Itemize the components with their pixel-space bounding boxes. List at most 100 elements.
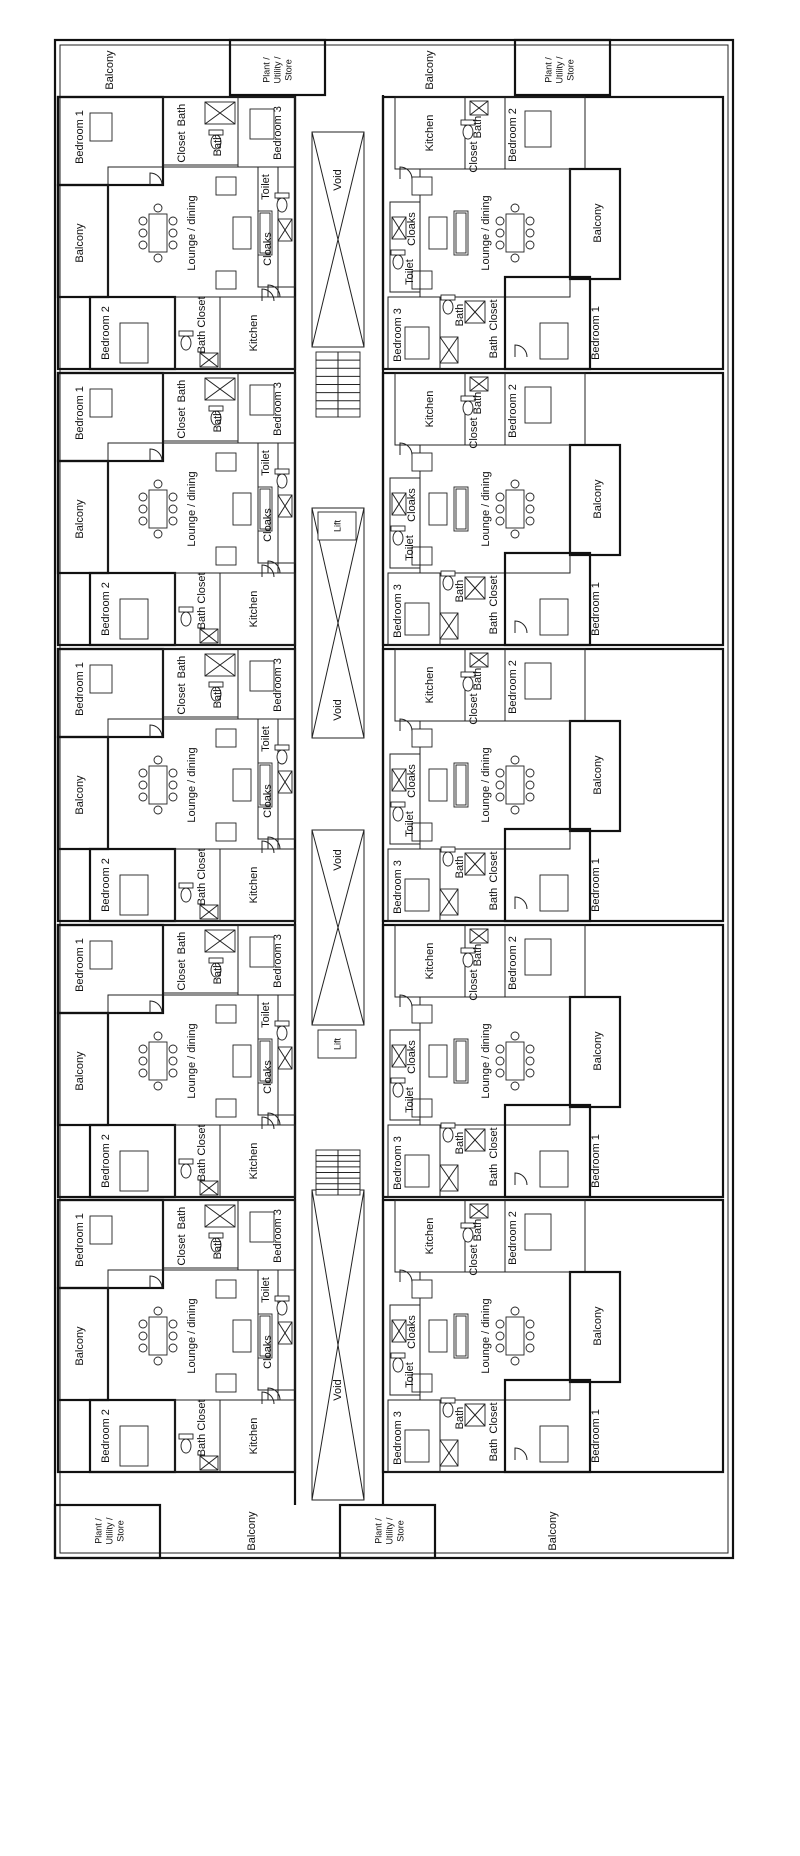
bath-label: Bath [488,888,500,911]
armchair [215,822,237,842]
door-swing [261,564,275,578]
dining-chair [138,1068,148,1078]
closet-label: Closet [468,417,480,448]
sofa-cushion [455,1315,467,1357]
toilet-fixture [442,575,454,591]
toilet-label: Toilet [260,1002,272,1028]
bathtub-cross [439,336,459,364]
toilet-cistern [208,681,224,688]
dining-chair [525,792,535,802]
dining-chair [510,1306,520,1316]
dining-chair [153,1031,163,1041]
void [311,131,365,348]
bed [249,384,275,416]
bedroom-label: Bedroom 1 [590,582,602,636]
bedroom-label: Bedroom 1 [590,1409,602,1463]
bathtub-cross [439,1164,459,1192]
toilet-cistern [440,294,456,301]
bed [524,110,552,148]
closet-label: Closet [196,848,208,879]
bath-label: Bath [196,1159,208,1182]
balcony-label: Balcony [592,203,604,243]
toilet-cloaks [257,718,296,840]
void [311,507,365,739]
cloaks-label: Cloaks [262,232,274,266]
dining-chair [168,1044,178,1054]
coffee-table [232,1319,252,1353]
apartment-right [381,647,725,923]
dining-table [148,213,168,253]
void-label: Void [332,849,344,870]
bathtub-cross [464,1128,486,1152]
cloaks-label: Cloaks [262,508,274,542]
closet-label: Closet [468,969,480,1000]
door-swing [267,1112,281,1126]
plant-store-label: Utility / [104,1517,114,1544]
bed [89,112,113,142]
bathtub-cross [464,852,486,876]
apartment-left [56,923,297,1199]
bathtub-cross [469,928,489,944]
bathtub-cross [391,492,407,516]
bed [119,874,149,916]
bath-label: Bath [472,1219,484,1242]
bedroom-label: Bedroom 2 [507,384,519,438]
dining-chair [495,240,505,250]
closet-label: Closet [176,683,188,714]
toilet-cistern [460,395,476,402]
closet-label: Closet [196,1124,208,1155]
closet-label: Closet [468,693,480,724]
bath-label: Bath [212,962,224,985]
toilet-fixture [180,335,192,351]
toilet-cistern [208,129,224,136]
void-cross [311,829,365,1026]
toilet-cloaks [257,166,296,288]
lift-car [317,1029,357,1059]
door-swing [149,1275,163,1289]
plant-store-label: Utility / [384,1517,394,1544]
apartment-left [56,95,297,371]
bedroom-label: Bedroom 1 [74,386,86,440]
dining-table [505,1041,525,1081]
door-swing [261,1116,275,1130]
bathtub-cross [199,1180,219,1196]
dining-chair [510,253,520,263]
plant-store-label: Plant / [93,1518,103,1544]
toilet-fixture [442,851,454,867]
toilet-fixture [392,254,404,270]
dining-chair [495,216,505,226]
toilet-fixture [276,197,288,213]
armchair [411,546,433,566]
cloaks-label: Cloaks [262,1060,274,1094]
void [311,829,365,1026]
toilet-cistern [390,1352,406,1359]
door-swing [514,344,528,358]
dining-chair [138,1056,148,1066]
dining-chair [525,1331,535,1341]
dining-chair [510,203,520,213]
bath-label: Bath [212,134,224,157]
apartment-right [381,1198,725,1474]
bathtub-cross [277,494,293,518]
bed [119,598,149,640]
bathtub-cross [469,100,489,116]
bed [249,1211,275,1243]
bath-label: Bath [176,656,188,679]
closet-label: Closet [176,407,188,438]
bathtub-cross [204,1204,236,1228]
kitchen-label: Kitchen [248,315,260,352]
bath-label: Bath [454,856,466,879]
toilet-cistern [460,947,476,954]
bath-label: Bath [176,380,188,403]
kitchen-label: Kitchen [248,1418,260,1455]
balcony-label: Balcony [74,775,86,815]
bed [119,1425,149,1467]
toilet-cistern [178,1433,194,1440]
bathtub-cross [469,1203,489,1219]
bedroom-label: Bedroom 3 [272,658,284,712]
closet-label: Closet [488,575,500,606]
toilet-label: Toilet [260,1277,272,1303]
armchair [411,1373,433,1393]
dining-chair [510,1031,520,1041]
toilet-fixture [392,1357,404,1373]
